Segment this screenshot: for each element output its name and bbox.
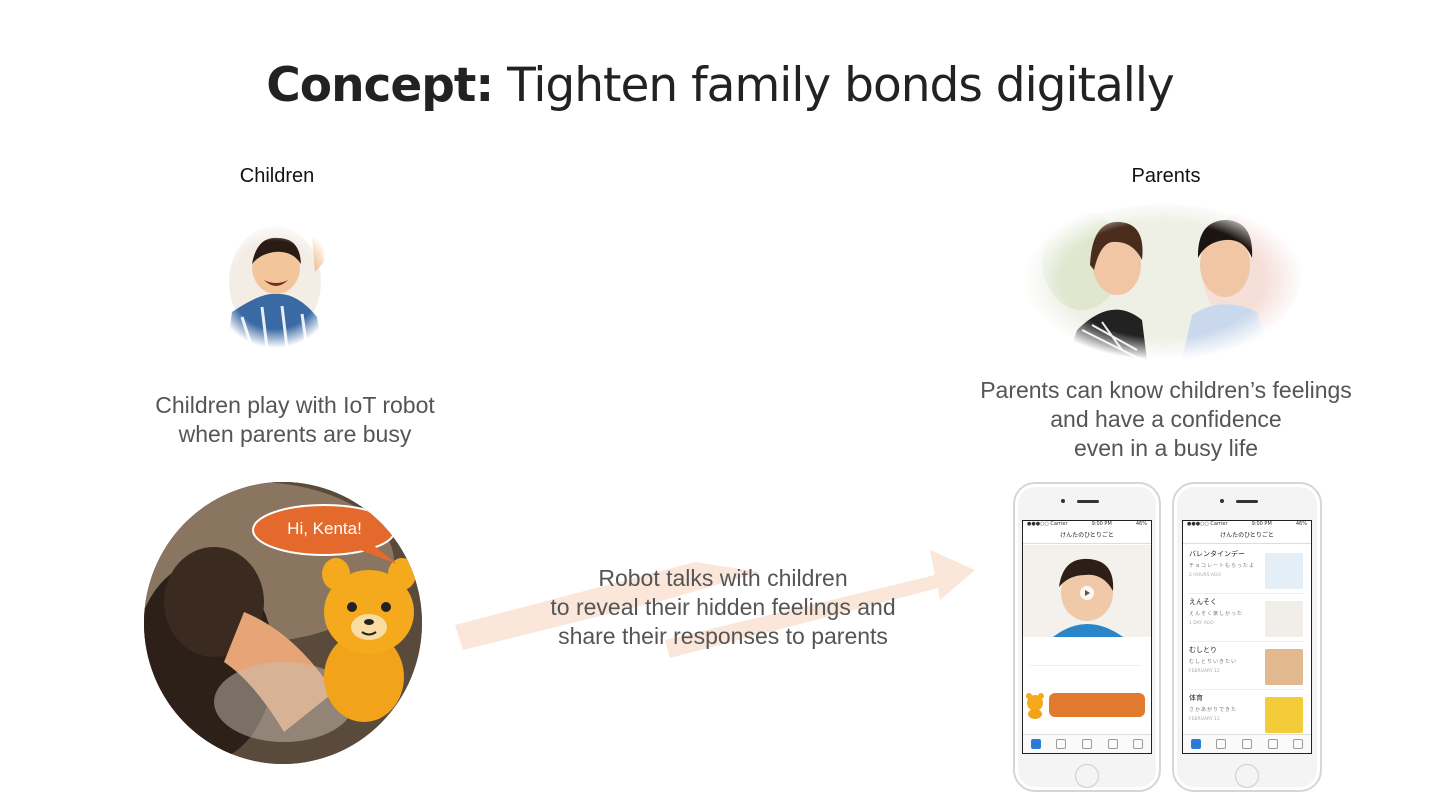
feed-item[interactable]: えんそく えんそく楽しかった 1 DAY AGO xyxy=(1189,597,1305,642)
feed-title: えんそく xyxy=(1189,598,1217,606)
chat-line-1 xyxy=(1029,645,1141,666)
feed-thumbnail xyxy=(1265,553,1303,589)
tab-bar xyxy=(1183,734,1311,753)
feed-title: むしとり xyxy=(1189,646,1217,654)
tab-more-icon[interactable] xyxy=(1133,739,1144,749)
phone-camera xyxy=(1061,499,1065,503)
parents-caption-line-3: even in a busy life xyxy=(1073,435,1259,461)
battery-text: 46% xyxy=(1135,521,1147,527)
parents-label: Parents xyxy=(1131,165,1201,187)
time-text: 9:00 PM xyxy=(1251,521,1272,527)
status-bar: ●●●○○ Carrier 9:00 PM 46% xyxy=(1023,521,1151,529)
nav-title: けんたのひとりごと xyxy=(1183,529,1311,544)
carrier-text: ●●●○○ Carrier xyxy=(1027,521,1068,527)
title-rest: Tighten family bonds digitally xyxy=(493,58,1175,113)
middle-caption-line-3: share their responses to parents xyxy=(558,623,888,649)
parents-portrait xyxy=(1022,200,1304,361)
phone-1-screen: ●●●○○ Carrier 9:00 PM 46% けんたのひとりごと xyxy=(1022,520,1152,754)
children-label: Children xyxy=(239,165,315,187)
battery-text: 46% xyxy=(1295,521,1307,527)
feed-thumbnail xyxy=(1265,697,1303,733)
feed-date: FEBRUARY 11 xyxy=(1189,717,1220,722)
feed-date: FEBRUARY 12 xyxy=(1189,669,1220,674)
speech-bubble: Hi, Kenta! xyxy=(252,504,397,564)
feed-subtitle: さかあがりできた xyxy=(1189,707,1238,713)
chat-line-2 xyxy=(1029,666,1141,686)
feed-subtitle: えんそく楽しかった xyxy=(1189,611,1244,617)
tab-more-icon[interactable] xyxy=(1293,739,1304,749)
child-portrait xyxy=(212,222,338,349)
feed-subtitle: むしとりいきたい xyxy=(1189,659,1238,665)
video-thumbnail[interactable] xyxy=(1023,545,1151,637)
tab-clock-icon[interactable] xyxy=(1081,739,1092,749)
parents-caption-line-2: and have a confidence xyxy=(1050,406,1282,432)
middle-caption: Robot talks with children to reveal thei… xyxy=(523,564,923,651)
children-caption-line-2: when parents are busy xyxy=(178,421,412,447)
feed-title: バレンタインデー xyxy=(1189,550,1245,558)
home-button xyxy=(1075,764,1099,788)
feed-thumbnail xyxy=(1265,649,1303,685)
phone-2-screen: ●●●○○ Carrier 9:00 PM 46% けんたのひとりごと バレンタ… xyxy=(1182,520,1312,754)
children-caption-line-1: Children play with IoT robot xyxy=(155,392,435,418)
chat-log xyxy=(1029,645,1141,685)
tab-search-icon[interactable] xyxy=(1107,739,1118,749)
middle-caption-line-2: to reveal their hidden feelings and xyxy=(550,594,896,620)
feed-item[interactable]: バレンタインデー チョコレートもらったよ 2 HOURS AGO xyxy=(1189,549,1305,594)
robot-message-bubble xyxy=(1049,693,1145,717)
tab-search-icon[interactable] xyxy=(1267,739,1278,749)
phone-feed-view: ●●●○○ Carrier 9:00 PM 46% けんたのひとりごと バレンタ… xyxy=(1172,482,1322,792)
tab-grid-icon[interactable] xyxy=(1056,739,1067,749)
feed-date: 1 DAY AGO xyxy=(1189,621,1214,626)
feed-item[interactable]: むしとり むしとりいきたい FEBRUARY 12 xyxy=(1189,645,1305,690)
speech-text: Hi, Kenta! xyxy=(287,519,362,538)
tab-bar xyxy=(1023,734,1151,753)
feed-thumbnail xyxy=(1265,601,1303,637)
child-robot-photo: Hi, Kenta! xyxy=(144,482,422,764)
tab-home-icon[interactable] xyxy=(1030,739,1041,749)
feed-subtitle: チョコレートもらったよ xyxy=(1189,563,1256,569)
tab-grid-icon[interactable] xyxy=(1216,739,1227,749)
parents-caption: Parents can know children’s feelings and… xyxy=(940,376,1392,463)
middle-caption-line-1: Robot talks with children xyxy=(598,565,848,591)
tab-home-icon[interactable] xyxy=(1190,739,1201,749)
carrier-text: ●●●○○ Carrier xyxy=(1187,521,1228,527)
time-text: 9:00 PM xyxy=(1091,521,1112,527)
phone-speaker xyxy=(1077,500,1099,503)
tab-clock-icon[interactable] xyxy=(1241,739,1252,749)
nav-title: けんたのひとりごと xyxy=(1023,529,1151,544)
phone-camera xyxy=(1220,499,1224,503)
home-button xyxy=(1235,764,1259,788)
feed-item[interactable]: 体育 さかあがりできた FEBRUARY 11 xyxy=(1189,693,1305,738)
status-bar: ●●●○○ Carrier 9:00 PM 46% xyxy=(1183,521,1311,529)
phone-detail-view: ●●●○○ Carrier 9:00 PM 46% けんたのひとりごと xyxy=(1013,482,1161,792)
phone-speaker xyxy=(1236,500,1258,503)
feed-title: 体育 xyxy=(1189,694,1203,702)
parents-caption-line-1: Parents can know children’s feelings xyxy=(980,377,1352,403)
bear-icon xyxy=(1025,689,1045,719)
feed-date: 2 HOURS AGO xyxy=(1189,573,1221,578)
children-caption: Children play with IoT robot when parent… xyxy=(120,391,470,449)
slide-title: Concept: Tighten family bonds digitally xyxy=(0,58,1440,113)
title-bold: Concept: xyxy=(266,58,494,113)
flow-arrow xyxy=(455,540,980,660)
